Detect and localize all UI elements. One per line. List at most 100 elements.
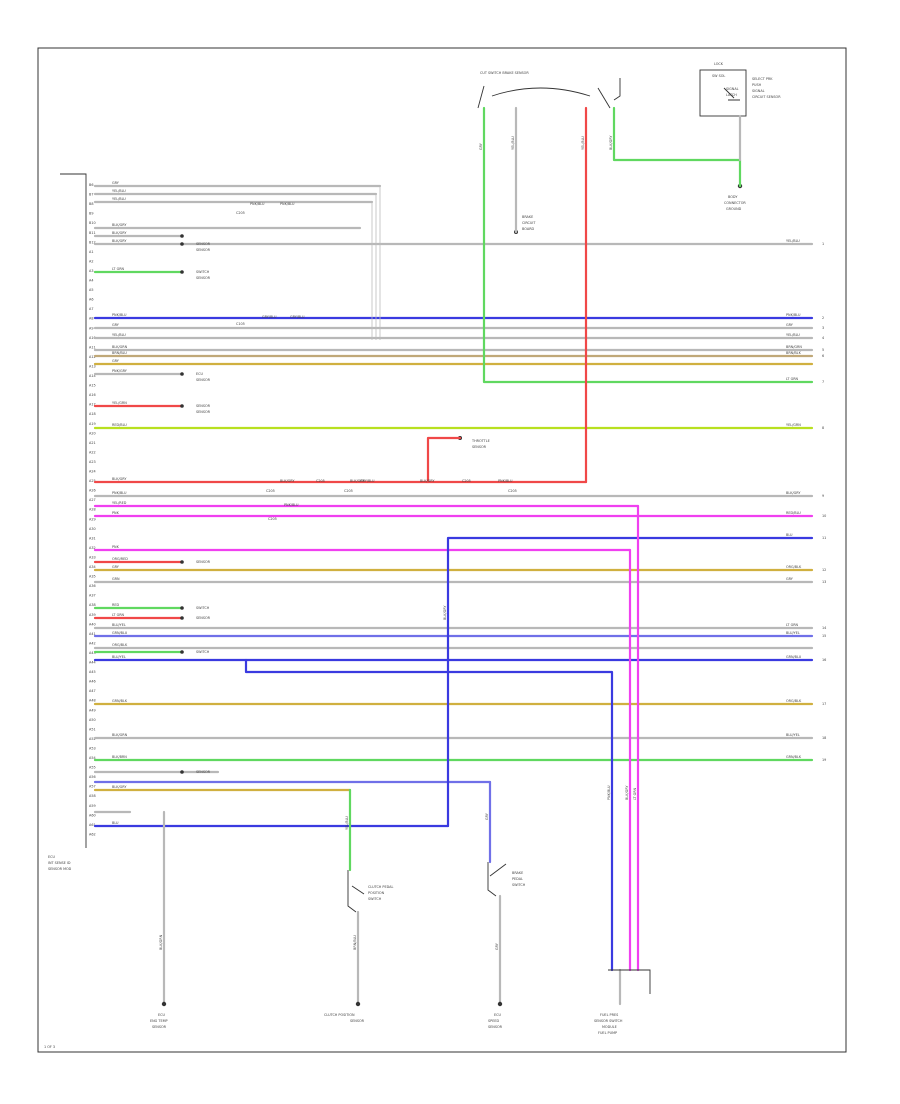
- connector-pin-label: A6: [89, 298, 93, 302]
- connector-pin-label: A55: [89, 766, 96, 770]
- right-wire-number: 8: [822, 426, 824, 430]
- connector-pin-label: A53: [89, 746, 96, 750]
- wire-inline-label: PNK/BLU: [284, 503, 299, 507]
- connector-pin-label: B11: [89, 231, 96, 235]
- wire-inline-label: C205: [268, 517, 277, 521]
- bottom-label-2-1: CLUTCH POSITION: [324, 1013, 355, 1017]
- wire-route: [446, 536, 814, 828]
- right-wire-number: 1: [822, 242, 824, 246]
- connector-body-line: [60, 173, 87, 848]
- right-wire-number: 4: [822, 336, 824, 340]
- wire-inline-label: GRY/BLU: [290, 315, 305, 319]
- right-block: FUEL PRES SENSOR SWITCH MODULE: [594, 969, 651, 1029]
- connector-pin-label: A50: [89, 718, 96, 722]
- wire-tag: PNK: [112, 511, 120, 515]
- right-wire-number: 16: [822, 658, 826, 662]
- wire-inline-label: GRY/BLU: [262, 315, 277, 319]
- connector-pin-label: A32: [89, 546, 96, 550]
- vertical-wire-tag: GRY: [485, 812, 489, 820]
- relay-side-label-2: PUSH: [752, 83, 762, 87]
- connector-pin-label: A21: [89, 441, 96, 445]
- splice-node: [180, 242, 184, 246]
- mid-sensor-label-2: SENSOR: [472, 445, 487, 449]
- center-sensor-label-1: BRAKE: [522, 215, 533, 219]
- right-wire-tag: LT GRN: [786, 623, 799, 627]
- right-wire-number: 15: [822, 634, 826, 638]
- wire-tag: PNK: [112, 545, 120, 549]
- clutch-switch-label-2: POSITION: [368, 891, 385, 895]
- relay-box-label-2: SW SOL: [712, 74, 725, 78]
- right-wire-number: 6: [822, 354, 824, 358]
- bottom-node-2: [355, 1001, 361, 1007]
- horizontal-wires: [93, 184, 814, 828]
- brake-switch-label-3: SWITCH: [512, 883, 526, 887]
- right-wire-number: 10: [822, 514, 826, 518]
- right-wire-tag: PNK/BLU: [786, 313, 801, 317]
- right-wire-tag: YEL/GRN: [786, 423, 801, 427]
- wire-route: [482, 106, 814, 384]
- connector-pin-label: A35: [89, 575, 96, 579]
- switch-contact-left: [477, 85, 485, 109]
- connector-pin-label: B6: [89, 183, 93, 187]
- wire-tag: BLK/GRY: [112, 239, 127, 243]
- connector-pin-label: A39: [89, 613, 96, 617]
- wire-tag: YEL/BLU: [112, 189, 126, 193]
- right-wire-tag: BLU: [786, 533, 793, 537]
- connector-pin-label: A45: [89, 670, 96, 674]
- wire-tag: GRN/BLK: [112, 699, 128, 703]
- connector-pin-label: A47: [89, 689, 96, 693]
- splice-node: [180, 650, 184, 654]
- wire-tag: LT GRN: [112, 613, 125, 617]
- connector-pin-label: A20: [89, 431, 96, 435]
- brake-switch-symbol: [487, 862, 507, 897]
- relay-ground-label-1: BODY: [728, 195, 738, 199]
- top-switch-label: CUT SWITCH BRAKE SENSOR: [480, 71, 529, 75]
- right-wire-tag: GRY: [786, 577, 794, 581]
- wire-tag: BLK/GRY: [112, 223, 127, 227]
- wire-tag: BLU: [112, 821, 119, 825]
- right-wire-number: 18: [822, 736, 826, 740]
- wire-tag: ORG/RED: [112, 557, 128, 561]
- right-wire-number: 9: [822, 494, 824, 498]
- connector-pin-label: A16: [89, 393, 96, 397]
- component-label: SENSOR: [196, 616, 211, 620]
- vertical-wire-tag: YEL/BLU: [581, 136, 585, 150]
- connector-pin-label: A4: [89, 279, 93, 283]
- vertical-wire-tag: GRY: [495, 942, 499, 950]
- wire-tag: YEL/GRN: [112, 401, 127, 405]
- connector-pin-label: A10: [89, 336, 96, 340]
- connector-pin-label: A60: [89, 813, 96, 817]
- wire-tag: BLK/GRY: [112, 785, 127, 789]
- connector-pin-label: A28: [89, 508, 96, 512]
- relay-side-label-4: CIRCUIT SENSOR: [752, 95, 781, 99]
- connector-pin-label: A2: [89, 259, 93, 263]
- wire-inline-label: PNK/BLU: [250, 202, 265, 206]
- module-label-2: INT SENSE ID: [48, 861, 71, 865]
- right-block-label-2: SENSOR SWITCH: [594, 1019, 623, 1023]
- right-wire-number: 19: [822, 758, 826, 762]
- wire-inline-label: C205: [508, 489, 517, 493]
- right-wire-number: 17: [822, 702, 826, 706]
- connector-pin-label: B12: [89, 240, 96, 244]
- brake-switch-label-2: PEDAL: [512, 877, 523, 881]
- right-wire-tag: GRY: [786, 323, 794, 327]
- wire-tag: BLU/YEL: [112, 655, 126, 659]
- connector-pin-label: A44: [89, 661, 96, 665]
- connector-pin-label: A41: [89, 632, 96, 636]
- top-switch: CUT SWITCH BRAKE SENSOR: [477, 71, 621, 109]
- wire-inline-label: BLK/GRY: [420, 479, 435, 483]
- brake-switch-label-1: BRAKE: [512, 871, 523, 875]
- wire-tag: RED/BLU: [112, 423, 127, 427]
- vertical-wire-tag: YEL/BLU: [511, 136, 515, 150]
- right-wire-tag: BLU/YEL: [786, 631, 800, 635]
- splice-node: [180, 234, 184, 238]
- relay-box-label-3: SIGNAL: [726, 87, 739, 91]
- right-wire-tag: BRN/BLK: [786, 351, 802, 355]
- right-wire-number: 7: [822, 380, 824, 384]
- connector-pin-label: A36: [89, 584, 96, 588]
- connector-pin-label: A11: [89, 345, 96, 349]
- wire-tag: PNK/BLU: [112, 491, 127, 495]
- splice-node: [180, 616, 184, 620]
- vertical-wire-tag: BRN/BLU: [353, 935, 357, 950]
